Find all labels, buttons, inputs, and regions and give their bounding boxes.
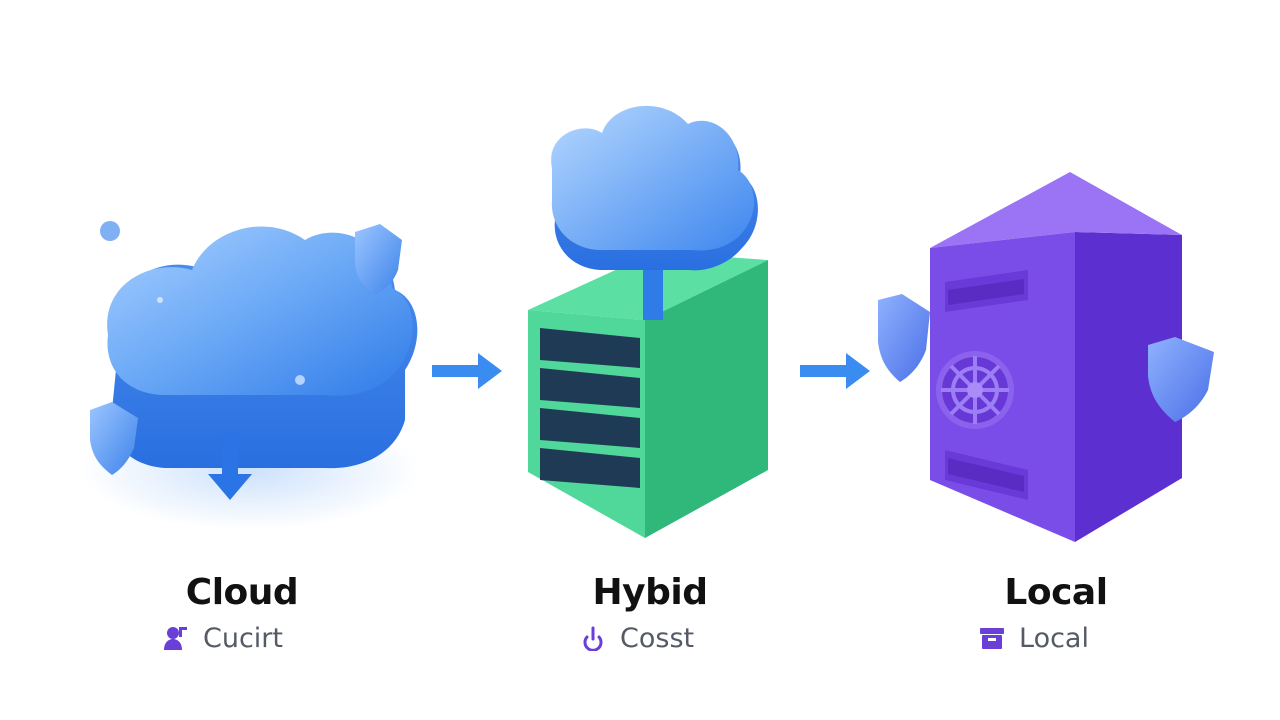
server-with-cloud-illustration — [528, 105, 768, 538]
node-title-cloud: Cloud — [185, 572, 299, 613]
node-subtitle-local: Local — [979, 620, 1089, 656]
node-title-local: Local — [1004, 572, 1108, 613]
node-subtitle-text: Cucirt — [203, 622, 283, 654]
node-subtitle-cloud: Cucirt — [163, 620, 283, 656]
shield-icon — [355, 224, 402, 295]
shield-icon — [90, 402, 138, 475]
download-arrow-icon — [208, 432, 252, 500]
arrow-right-icon — [432, 353, 502, 389]
shield-icon — [878, 294, 930, 382]
power-icon — [583, 626, 603, 651]
archive-box-icon — [980, 628, 1004, 649]
shield-icon — [1148, 337, 1214, 422]
node-subtitle-text: Local — [1019, 622, 1089, 654]
arrow-right-icon — [800, 353, 870, 389]
cloud-illustration — [80, 221, 420, 530]
node-subtitle-text: Cosst — [620, 622, 695, 654]
decor-dot — [100, 221, 120, 241]
safe-server-illustration — [878, 172, 1214, 542]
user-icon — [164, 627, 187, 650]
node-subtitle-hybrid: Cosst — [580, 620, 694, 656]
safe-dial-icon — [936, 351, 1014, 429]
node-title-hybrid: Hybid — [592, 572, 708, 613]
